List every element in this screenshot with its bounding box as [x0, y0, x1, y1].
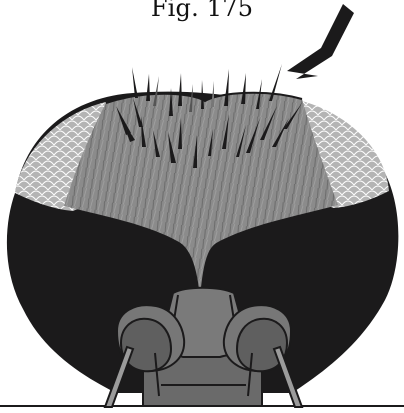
pointer-arrow — [287, 4, 354, 79]
